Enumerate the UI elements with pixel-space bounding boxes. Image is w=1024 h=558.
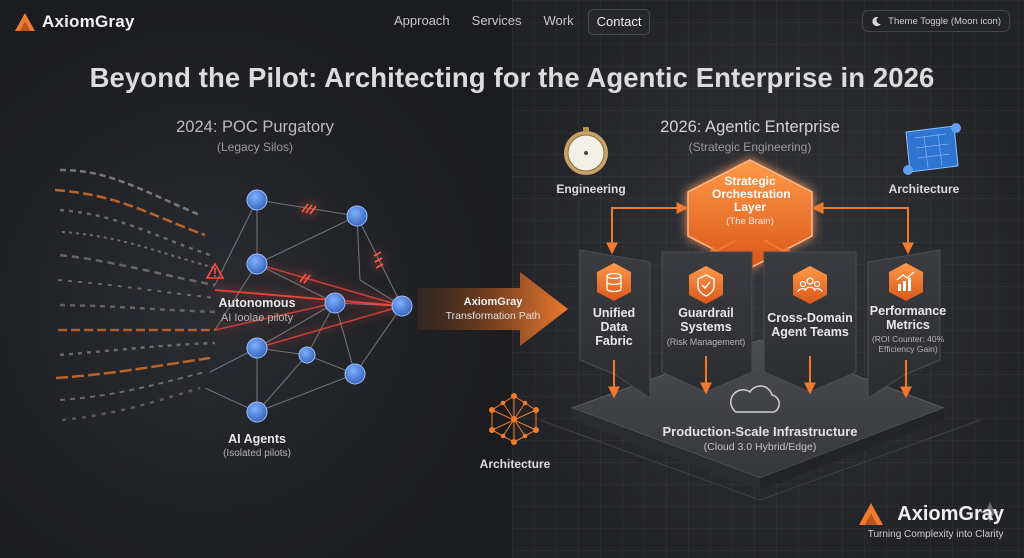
autonomous-label-group: Autonomous AI Ioolae piloty bbox=[197, 296, 317, 324]
footer-brand: AxiomGray Turning Complexity into Clarit… bbox=[867, 503, 1004, 540]
transformation-arrow bbox=[418, 272, 568, 346]
blueprint-icon bbox=[903, 123, 961, 175]
transformation-subtitle: Transformation Path bbox=[445, 310, 541, 322]
right-heading-title: 2026: Agentic Enterprise bbox=[660, 118, 840, 136]
footer-logo-icon bbox=[859, 503, 883, 525]
pillar-2-sub: (Risk Management) bbox=[666, 337, 746, 347]
theme-toggle-button[interactable]: Theme Toggle (Moon icon) bbox=[862, 10, 1010, 32]
agent-node bbox=[246, 401, 268, 423]
platform-label: Production-Scale Infrastructure (Cloud 3… bbox=[640, 424, 880, 453]
engineering-label: Engineering bbox=[556, 182, 626, 196]
pillar-unified-data-fabric: Unified Data Fabric bbox=[582, 306, 646, 348]
footer-tagline: Turning Complexity into Clarity bbox=[867, 529, 1004, 540]
top-navbar: AxiomGray Approach Services Work Contact… bbox=[0, 0, 1024, 44]
theme-toggle-label: Theme Toggle (Moon icon) bbox=[888, 15, 1001, 27]
left-heading-subtitle: (Legacy Silos) bbox=[216, 140, 294, 154]
architecture-network-icon bbox=[489, 393, 539, 445]
nav-link-contact[interactable]: Contact bbox=[587, 9, 651, 35]
nav-link-services[interactable]: Services bbox=[471, 13, 522, 28]
orchestration-line-2: Orchestration bbox=[712, 187, 791, 201]
moon-icon bbox=[872, 16, 882, 26]
cloud-icon bbox=[730, 385, 780, 413]
shield-check-icon bbox=[689, 266, 723, 304]
pillar-4-sub: (ROI Counter: 40% Efficiency Gain) bbox=[871, 334, 945, 354]
agent-node bbox=[391, 295, 413, 317]
left-panel-background bbox=[0, 0, 512, 558]
pillar-down-arrows bbox=[608, 356, 912, 399]
ai-agents-label: AI Agents bbox=[228, 432, 286, 446]
pillar-2-line-1: Guardrail bbox=[678, 306, 734, 320]
pillar-performance-metrics: Performance Metrics (ROI Counter: 40% Ef… bbox=[866, 304, 950, 354]
compass-icon bbox=[564, 127, 608, 175]
brand[interactable]: AxiomGray bbox=[14, 11, 135, 33]
pillar-1-line-2: Data bbox=[600, 320, 628, 334]
legacy-data-streams bbox=[54, 168, 216, 422]
orchestration-layer-label: Strategic Orchestration Layer (The Brain… bbox=[712, 174, 791, 228]
footer-brand-name: AxiomGray bbox=[897, 503, 1004, 525]
agent-node bbox=[344, 363, 366, 385]
agent-node bbox=[246, 189, 268, 211]
pillar-4-line-1: Performance bbox=[869, 304, 947, 318]
pillar-3-line-2: Agent Teams bbox=[771, 325, 849, 339]
ai-agents-label-group: AI Agents (Isolated pilots) bbox=[197, 432, 317, 460]
database-icon bbox=[597, 263, 631, 301]
agent-node bbox=[246, 337, 268, 359]
nav-link-approach[interactable]: Approach bbox=[394, 13, 450, 28]
platform-title: Production-Scale Infrastructure bbox=[662, 424, 858, 439]
left-panel-heading: 2024: POC Purgatory (Legacy Silos) bbox=[130, 118, 380, 154]
orchestration-line-3: Layer bbox=[733, 200, 767, 214]
platform-subtitle: (Cloud 3.0 Hybrid/Edge) bbox=[703, 441, 817, 453]
pillar-4-line-2: Metrics bbox=[886, 318, 930, 332]
sparkle-icon bbox=[980, 502, 1000, 522]
chart-up-icon bbox=[889, 263, 923, 301]
agent-node bbox=[324, 292, 346, 314]
orchestration-line-1: Strategic bbox=[724, 174, 776, 188]
pillar-1-line-1: Unified bbox=[592, 306, 636, 320]
ai-agents-sublabel: (Isolated pilots) bbox=[223, 448, 291, 459]
right-panel-heading: 2026: Agentic Enterprise (Strategic Engi… bbox=[620, 118, 880, 154]
architecture-top-label: Architecture bbox=[888, 182, 960, 196]
nav-link-work[interactable]: Work bbox=[543, 13, 574, 28]
architecture-bottom-label: Architecture bbox=[479, 457, 551, 471]
right-heading-subtitle: (Strategic Engineering) bbox=[688, 140, 812, 154]
orchestration-sub: (The Brain) bbox=[726, 216, 774, 227]
pillar-1-line-3: Fabric bbox=[595, 334, 633, 348]
agent-node bbox=[298, 346, 316, 364]
axiomgray-logo-icon bbox=[15, 13, 35, 31]
pillar-cross-domain-agent-teams: Cross-Domain Agent Teams bbox=[760, 311, 860, 339]
transformation-title: AxiomGray bbox=[463, 296, 523, 308]
nav-links: Approach Services Work Contact bbox=[386, 9, 651, 35]
pillar-3-line-1: Cross-Domain bbox=[767, 311, 853, 325]
orchestration-connectors bbox=[606, 202, 914, 258]
agent-node bbox=[246, 253, 268, 275]
left-heading-title: 2024: POC Purgatory bbox=[176, 118, 334, 136]
team-icon bbox=[793, 266, 827, 304]
autonomous-sublabel: AI Ioolae piloty bbox=[220, 312, 294, 324]
page-title: Beyond the Pilot: Architecting for the A… bbox=[89, 62, 935, 93]
pillar-guardrail-systems: Guardrail Systems (Risk Management) bbox=[660, 306, 752, 348]
autonomous-label: Autonomous bbox=[218, 296, 296, 310]
agent-node bbox=[346, 205, 368, 227]
transformation-label: AxiomGray Transformation Path bbox=[428, 296, 558, 322]
brand-name: AxiomGray bbox=[42, 12, 135, 31]
pillar-2-line-2: Systems bbox=[680, 320, 732, 334]
broken-links bbox=[214, 203, 403, 349]
agent-network-nodes bbox=[246, 189, 413, 423]
warning-icon bbox=[205, 262, 225, 279]
